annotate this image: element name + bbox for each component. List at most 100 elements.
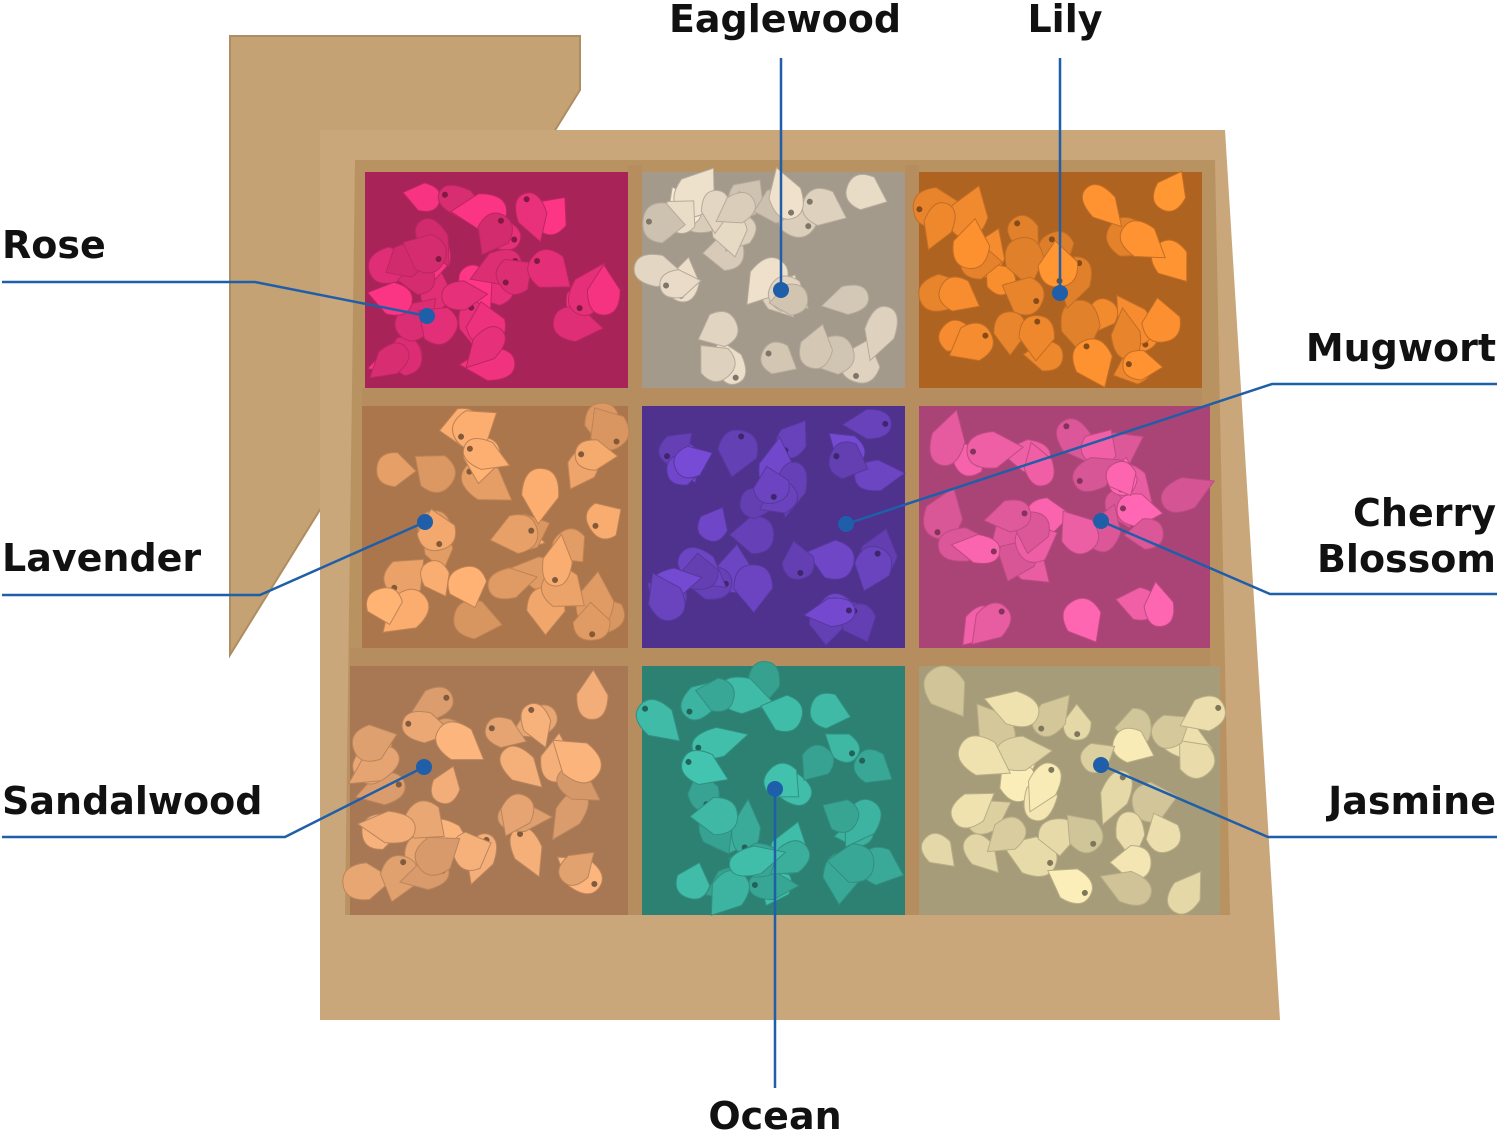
- dividers: [350, 165, 1210, 915]
- cone-rose: [458, 347, 516, 382]
- rose-marker-dot: [419, 308, 435, 324]
- cherry-blossom-leader-line: [1100, 519, 1497, 596]
- cone-cherry-blossom: [1123, 518, 1164, 550]
- cone-lily: [1081, 183, 1123, 228]
- jasmine-marker-dot: [1093, 757, 1109, 773]
- cone-jasmine: [1031, 694, 1071, 738]
- lily-marker-dot: [1052, 285, 1068, 301]
- cone-rose: [527, 249, 571, 288]
- cone-jasmine: [986, 816, 1027, 853]
- cone-mugwort: [420, 560, 450, 598]
- cone-ocean: [770, 840, 811, 875]
- label-mugwort: Mugwort: [1305, 326, 1496, 370]
- cone-cherry-blossom: [971, 602, 1012, 646]
- cone-lavender: [854, 546, 893, 592]
- cone-sandalwood: [414, 836, 461, 876]
- cone-eaglewood: [697, 310, 739, 348]
- label-lavender: Lavender: [2, 536, 202, 580]
- cone-jasmine: [920, 832, 955, 867]
- cone-lavender: [728, 515, 775, 555]
- cone-jasmine: [1179, 695, 1226, 732]
- cone-lavender: [828, 441, 869, 480]
- cone-cherry-blossom: [1105, 460, 1137, 497]
- ocean-marker-dot: [767, 781, 783, 797]
- cone-ocean: [822, 799, 860, 833]
- cone-eaglewood: [820, 284, 870, 316]
- cone-lavender: [841, 408, 892, 440]
- label-eaglewood: Eaglewood: [668, 0, 902, 41]
- cone-ocean: [801, 744, 835, 781]
- cone-jasmine: [1145, 812, 1182, 854]
- cone-jasmine: [1166, 870, 1202, 915]
- cone-lavender: [781, 540, 815, 580]
- cone-sandalwood: [347, 745, 400, 785]
- cone-rose: [402, 233, 447, 274]
- cone-cherry-blossom: [1116, 493, 1164, 528]
- cone-mugwort: [521, 467, 560, 525]
- cone-jasmine: [950, 792, 995, 829]
- cone-lily: [923, 202, 956, 251]
- cone-rose: [465, 326, 506, 369]
- cone-mugwort: [453, 599, 503, 640]
- cone-mugwort: [365, 587, 403, 626]
- cone-lily: [1141, 296, 1181, 343]
- cone-sandalwood: [430, 765, 461, 805]
- label-cherry-blossom: Cherry Blossom: [1260, 490, 1496, 582]
- cone-rose: [552, 306, 604, 343]
- cone-jasmine: [983, 690, 1040, 728]
- cone-jasmine: [923, 665, 966, 718]
- cone-lavender: [697, 506, 728, 542]
- cone-ocean: [853, 749, 893, 784]
- cone-sandalwood: [484, 716, 528, 749]
- cone-mugwort: [487, 567, 539, 600]
- cone-ocean: [691, 726, 750, 760]
- cone-lily: [952, 217, 991, 270]
- cone-cherry-blossom: [1143, 580, 1175, 628]
- cone-lavender: [717, 429, 759, 478]
- jasmine-leader-line: [1100, 763, 1497, 839]
- cone-eaglewood: [700, 189, 731, 235]
- cone-lily: [1001, 276, 1045, 316]
- cone-cherry-blossom: [1023, 441, 1055, 487]
- cone-cherry-blossom: [1160, 477, 1215, 513]
- cone-jasmine: [1047, 868, 1093, 905]
- cone-mugwort: [542, 533, 573, 587]
- cone-eaglewood: [700, 344, 736, 383]
- cone-ocean: [728, 845, 787, 877]
- cone-eaglewood: [642, 202, 686, 244]
- cone-mugwort: [572, 601, 611, 641]
- cone-eaglewood: [659, 269, 702, 299]
- label-rose: Rose: [2, 223, 106, 267]
- cone-jasmine: [1027, 762, 1062, 813]
- cone-sandalwood: [500, 793, 535, 837]
- cone-lavender: [647, 572, 686, 622]
- cone-eaglewood: [768, 283, 809, 316]
- cone-lavender: [802, 597, 856, 628]
- label-cherry-line2: Blossom: [1316, 537, 1496, 581]
- cone-cherry-blossom: [983, 499, 1032, 533]
- incense-cones: [342, 166, 1226, 916]
- cone-ocean: [689, 796, 739, 836]
- cone-mugwort: [574, 439, 619, 471]
- cone-lavender: [733, 564, 774, 614]
- cone-sandalwood: [499, 745, 543, 788]
- cone-lavender: [752, 465, 790, 504]
- cone-mugwort: [447, 565, 488, 609]
- cone-mugwort: [585, 502, 622, 540]
- cone-ocean: [694, 677, 735, 712]
- cone-ocean: [809, 692, 852, 730]
- eaglewood-marker-dot: [773, 282, 789, 298]
- cone-jasmine: [1066, 814, 1104, 854]
- cone-lily: [1122, 350, 1164, 381]
- cone-ocean: [824, 733, 861, 764]
- cone-ocean: [760, 694, 804, 733]
- label-cherry-line1: Cherry: [1353, 491, 1496, 535]
- cone-sandalwood: [435, 721, 485, 761]
- label-sandalwood: Sandalwood: [2, 779, 263, 823]
- cone-cherry-blossom: [950, 534, 1001, 564]
- cone-eaglewood: [715, 192, 756, 224]
- cone-ocean: [675, 861, 711, 900]
- cone-jasmine: [1109, 844, 1152, 881]
